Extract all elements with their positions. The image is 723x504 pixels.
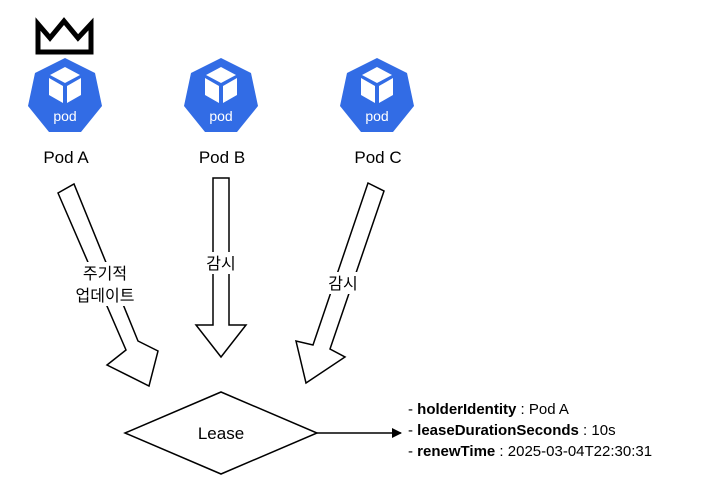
pod-c-icon-text: pod	[365, 108, 388, 124]
arrow-pod-a-label-line1: 주기적	[83, 264, 127, 283]
attr-sep: :	[516, 401, 529, 418]
attr-sep: :	[578, 422, 592, 439]
attr-dash: -	[408, 401, 418, 418]
attr-key-lease-duration: leaseDurationSeconds	[417, 422, 579, 439]
attr-key-renew-time: renewTime	[417, 443, 496, 460]
arrow-pod-b-label: 감시	[206, 254, 235, 273]
pod-b[interactable]: pod Pod B	[184, 58, 258, 167]
lease-diamond	[123, 391, 319, 475]
attr-key-holder-identity: holderIdentity	[417, 401, 517, 418]
attr-row-renew-time: - renewTime : 2025-03-04T22:30:31	[408, 441, 652, 462]
attr-row-holder-identity: - holderIdentity : Pod A	[408, 399, 652, 420]
lease-node[interactable]: Lease	[123, 391, 319, 475]
attr-value-renew-time: 2025-03-04T22:30:31	[507, 443, 653, 460]
attr-dash: -	[408, 443, 418, 460]
pod-b-icon-text: pod	[209, 108, 232, 124]
arrow-pod-a-label-line2: 업데이트	[76, 286, 135, 305]
arrow-pod-b-label-bg	[200, 252, 244, 274]
pod-a-label: Pod A	[43, 148, 89, 167]
attr-value-holder-identity: Pod A	[528, 401, 569, 418]
pod-b-label: Pod B	[199, 148, 245, 167]
arrow-pod-c-label: 감시	[328, 274, 357, 293]
arrow-pod-c-label-bg	[322, 272, 364, 294]
pod-c-label: Pod C	[354, 148, 401, 167]
attr-value-lease-duration: 10s	[591, 422, 616, 439]
crown-icon	[35, 17, 94, 55]
lease-attributes: - holderIdentity : Pod A - leaseDuration…	[408, 399, 652, 462]
pod-a-icon-text: pod	[53, 108, 76, 124]
pod-c[interactable]: pod Pod C	[340, 58, 414, 167]
attr-sep: :	[495, 443, 508, 460]
pod-a[interactable]: pod Pod A	[28, 58, 102, 167]
arrow-pod-a-label-bg	[70, 262, 146, 306]
attr-dash: -	[408, 422, 418, 439]
lease-label: Lease	[198, 424, 244, 443]
attr-row-lease-duration: - leaseDurationSeconds : 10s	[408, 420, 652, 441]
